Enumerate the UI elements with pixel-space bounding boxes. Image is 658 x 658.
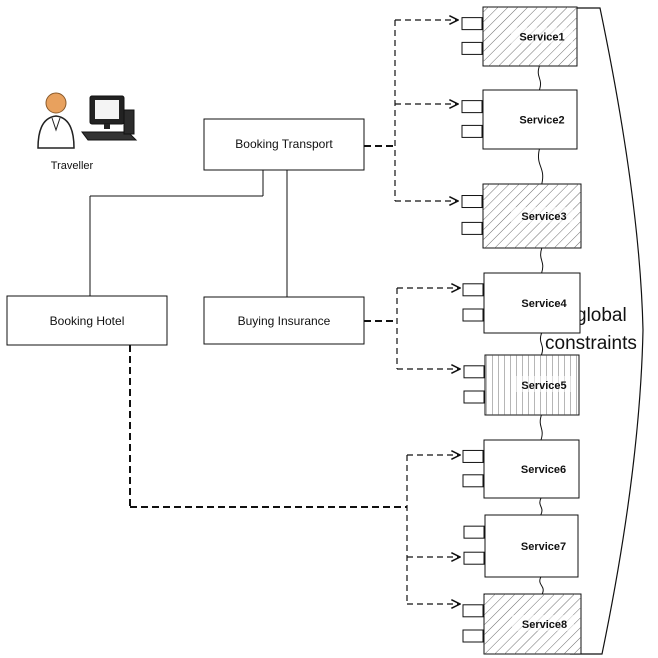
service-box [482, 89, 578, 150]
service-label: Service2 [519, 115, 564, 127]
traveller-label: Traveller [51, 160, 94, 172]
global-constraints-line1: global [576, 305, 627, 326]
task-tree-connectors [89, 170, 288, 297]
service-link [538, 148, 544, 185]
binding-connectors [129, 20, 460, 604]
service-component-5: Service5 [463, 354, 580, 416]
component-port-icon [461, 100, 483, 114]
service-label-backdrop [512, 615, 574, 631]
component-port-icon [462, 283, 484, 297]
booking-transport-task: Booking Transport [203, 118, 365, 171]
service-box [484, 514, 579, 578]
service-box [483, 272, 581, 334]
service-label-backdrop [511, 207, 573, 223]
service-component-7: Service7 [463, 514, 579, 578]
service-label: Service3 [521, 211, 566, 223]
service-component-4: Service4 [462, 272, 581, 334]
service-component-6: Service6 [462, 439, 580, 499]
component-port-icon [462, 604, 484, 618]
component-port-icon [462, 449, 484, 463]
service-link [539, 332, 544, 356]
service-component-3: Service3 [461, 183, 582, 249]
booking-hotel-task: Booking Hotel [6, 295, 168, 346]
component-port-icon [461, 41, 483, 55]
service-label: Service5 [521, 380, 566, 392]
component-port-icon [462, 308, 484, 322]
component-port-icon [461, 195, 483, 209]
service-label: Service7 [521, 541, 566, 553]
service-label: Service4 [521, 298, 567, 310]
buying-insurance-label: Buying Insurance [238, 314, 331, 328]
component-port-icon [463, 390, 485, 404]
service-link [539, 497, 543, 516]
computer-icon [81, 95, 138, 141]
service-link [537, 65, 542, 91]
component-port-icon [461, 124, 483, 138]
service-label: Service1 [519, 32, 564, 44]
component-port-icon [462, 629, 484, 643]
service-component-1: Service1 [461, 6, 578, 67]
person-icon [37, 92, 75, 149]
component-port-icon [463, 525, 485, 539]
component-port-icon [463, 551, 485, 565]
service-component-8: Service8 [462, 593, 582, 655]
service-label: Service8 [522, 619, 567, 631]
service-label: Service6 [521, 464, 566, 476]
service-link [539, 576, 544, 595]
service-link [539, 414, 543, 441]
component-port-icon [461, 17, 483, 31]
booking-transport-label: Booking Transport [235, 137, 333, 151]
component-port-icon [461, 221, 483, 235]
booking-hotel-label: Booking Hotel [50, 314, 125, 328]
global-constraints-line2: constraints [545, 333, 637, 354]
service-links [537, 65, 544, 595]
traveller-actor: Traveller [37, 92, 138, 172]
service-label-backdrop [513, 376, 575, 392]
component-port-icon [463, 365, 485, 379]
service-link [540, 247, 544, 274]
global-constraints-boundary [570, 7, 644, 655]
service-components: Service1Service2Service3Service4Service5… [461, 6, 582, 655]
service-component-2: Service2 [461, 89, 578, 150]
service-label-backdrop [511, 27, 573, 44]
component-port-icon [462, 474, 484, 488]
buying-insurance-task: Buying Insurance [203, 296, 365, 345]
service-box [483, 439, 580, 499]
